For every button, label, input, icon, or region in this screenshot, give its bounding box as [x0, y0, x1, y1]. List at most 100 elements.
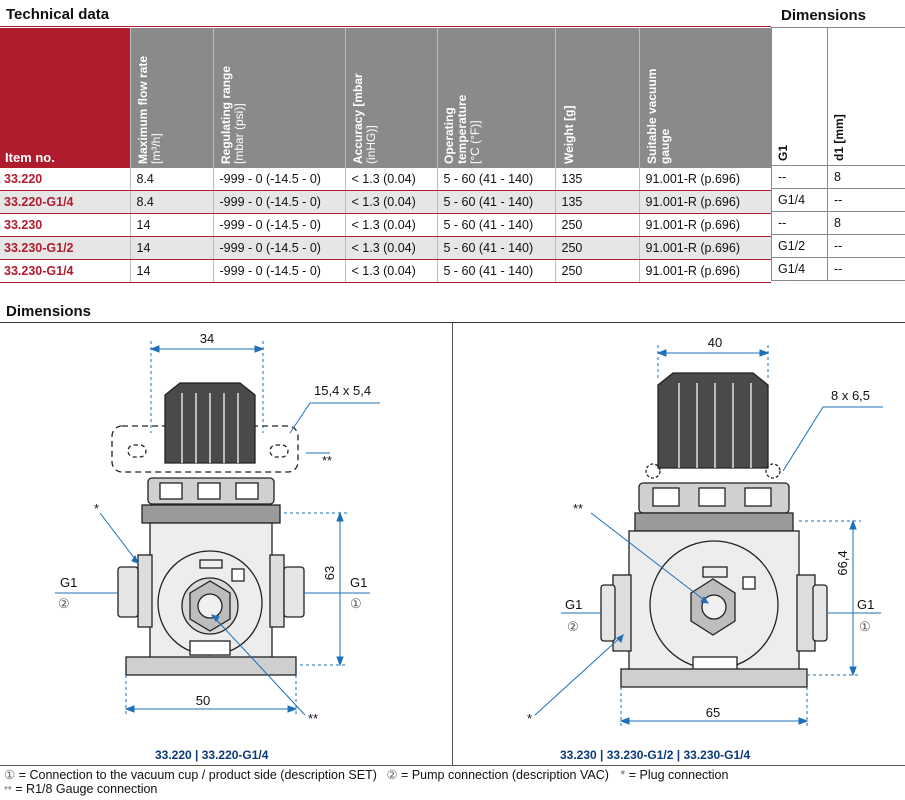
cell-temp: 5 - 60 (41 - 140): [436, 190, 555, 214]
cell-gauge: 91.001-R (p.696): [638, 213, 771, 237]
drawing-33-220: 34 15,4 x 5,4 63 50 G1 G1 ② ① * ** **: [55, 331, 380, 726]
right-dim-height: 66,4: [835, 550, 850, 575]
header-temp-label1: Operating: [441, 107, 456, 164]
footnote-sym-2: ②: [386, 768, 398, 782]
cell-flow: 8.4: [129, 190, 213, 214]
cell-flow: 14: [129, 213, 213, 237]
left-dim-slot: 15,4 x 5,4: [314, 383, 371, 398]
cell-gauge: 91.001-R (p.696): [638, 236, 771, 260]
cell-weight: 135: [554, 190, 639, 214]
table-row: --8: [771, 165, 905, 189]
left-port-1: ①: [350, 596, 362, 611]
right-dim-top: 40: [708, 335, 722, 350]
technical-data-table: Item no. Maximum flow rate[m³/h] Regulat…: [0, 28, 772, 283]
side-title-rule: [771, 27, 905, 28]
table-row: G1/4--: [771, 257, 905, 281]
cell-weight: 250: [554, 213, 639, 237]
footnote-text-1: = Connection to the vacuum cup / product…: [15, 768, 377, 782]
cell-d1: --: [827, 234, 905, 258]
table-row: G1/4--: [771, 188, 905, 212]
cell-g1: G1/4: [771, 257, 828, 281]
cell-flow: 14: [129, 236, 213, 260]
header-flow-rate: Maximum flow rate[m³/h]: [130, 28, 214, 168]
header-reg-label: Regulating range: [218, 65, 233, 164]
cell-acc: < 1.3 (0.04): [344, 236, 437, 260]
right-g1-left: G1: [565, 597, 582, 612]
header-regulating-range: Regulating range[mbar (psi)]: [213, 28, 346, 168]
cell-item: 33.230-G1/4: [0, 259, 130, 283]
footnote-line-2: ** = R1/8 Gauge connection: [4, 782, 157, 796]
left-g1-left: G1: [60, 575, 77, 590]
header-acc-unit2: (inHG)]: [363, 125, 378, 164]
dimensions-title: Dimensions: [6, 303, 92, 320]
table-row: 33.230-G1/4 14 -999 - 0 (-14.5 - 0) < 1.…: [0, 259, 771, 283]
cell-g1: G1/4: [771, 188, 828, 212]
header-d1-unit: [mm]: [832, 114, 846, 144]
cell-acc: < 1.3 (0.04): [344, 259, 437, 283]
footnote-sym-4: **: [4, 785, 12, 796]
cell-reg: -999 - 0 (-14.5 - 0): [212, 236, 345, 260]
left-double-star: **: [308, 711, 318, 726]
cell-g1: G1/2: [771, 234, 828, 258]
drawing-divider: [452, 323, 453, 765]
table-row: 33.220 8.4 -999 - 0 (-14.5 - 0) < 1.3 (0…: [0, 168, 771, 191]
cell-g1: --: [771, 211, 828, 235]
left-g1-right: G1: [350, 575, 367, 590]
header-weight-label: Weight: [561, 124, 576, 164]
header-flow-label: Maximum flow rate: [135, 55, 150, 164]
cell-weight: 135: [554, 168, 639, 191]
cell-g1: --: [771, 165, 828, 189]
header-temp-unit: [°C (°F)]: [467, 120, 482, 164]
footnote-sym-1: ①: [4, 768, 16, 782]
header-item-no: Item no.: [0, 28, 131, 168]
cell-acc: < 1.3 (0.04): [344, 190, 437, 214]
footnote-rule: [0, 765, 905, 766]
cell-temp: 5 - 60 (41 - 140): [436, 259, 555, 283]
header-reg-unit: [mbar (psi)]: [231, 103, 246, 164]
right-star: *: [527, 711, 532, 726]
dimensions-rule: [0, 322, 905, 323]
cell-weight: 250: [554, 236, 639, 260]
cell-d1: --: [827, 257, 905, 281]
cell-gauge: 91.001-R (p.696): [638, 190, 771, 214]
right-caption: 33.230 | 33.230-G1/2 | 33.230-G1/4: [560, 748, 751, 762]
header-weight-unit: [g]: [561, 105, 576, 121]
title-rule: [0, 26, 771, 27]
right-dim-bottom: 65: [706, 705, 720, 720]
header-d1: d1 [mm]: [827, 28, 905, 166]
cell-reg: -999 - 0 (-14.5 - 0): [212, 213, 345, 237]
header-g1-label: G1: [776, 144, 790, 161]
header-weight: Weight [g]: [555, 28, 640, 168]
cell-d1: 8: [827, 211, 905, 235]
right-port-1: ①: [859, 619, 871, 634]
cell-temp: 5 - 60 (41 - 140): [436, 236, 555, 260]
left-dim-height: 63: [322, 566, 337, 580]
header-acc-unit1: [mbar: [350, 73, 365, 107]
right-double-star: **: [573, 501, 583, 516]
left-star: *: [94, 501, 99, 516]
right-dim-holes: 8 x 6,5: [831, 388, 870, 403]
cell-item: 33.230: [0, 213, 130, 237]
table-row: G1/2--: [771, 234, 905, 258]
dimensions-table: G1 d1 [mm] --8 G1/4-- --8 G1/2-- G1/4--: [771, 28, 905, 281]
footnote-sym-3: *: [620, 768, 626, 782]
header-temp-label2: temperature: [454, 94, 469, 164]
cell-temp: 5 - 60 (41 - 140): [436, 213, 555, 237]
cell-item: 33.230-G1/2: [0, 236, 130, 260]
cell-item: 33.220-G1/4: [0, 190, 130, 214]
dimensions-side-title: Dimensions: [781, 7, 867, 24]
header-accuracy: Accuracy [mbar(inHG)]: [345, 28, 438, 168]
cell-gauge: 91.001-R (p.696): [638, 168, 771, 191]
dim-table-spacer: [771, 283, 905, 297]
table-row: 33.230 14 -999 - 0 (-14.5 - 0) < 1.3 (0.…: [0, 213, 771, 237]
footnote-text-3: = Plug connection: [625, 768, 729, 782]
footnote-line-1: ① = Connection to the vacuum cup / produ…: [4, 767, 728, 782]
drawing-33-230: 40 8 x 6,5 66,4 65 G1 G1 ② ① ** *: [527, 335, 883, 727]
cell-flow: 14: [129, 259, 213, 283]
cell-reg: -999 - 0 (-14.5 - 0): [212, 259, 345, 283]
cell-reg: -999 - 0 (-14.5 - 0): [212, 168, 345, 191]
header-flow-unit: [m³/h]: [148, 133, 163, 164]
table-row: 33.230-G1/2 14 -999 - 0 (-14.5 - 0) < 1.…: [0, 236, 771, 260]
